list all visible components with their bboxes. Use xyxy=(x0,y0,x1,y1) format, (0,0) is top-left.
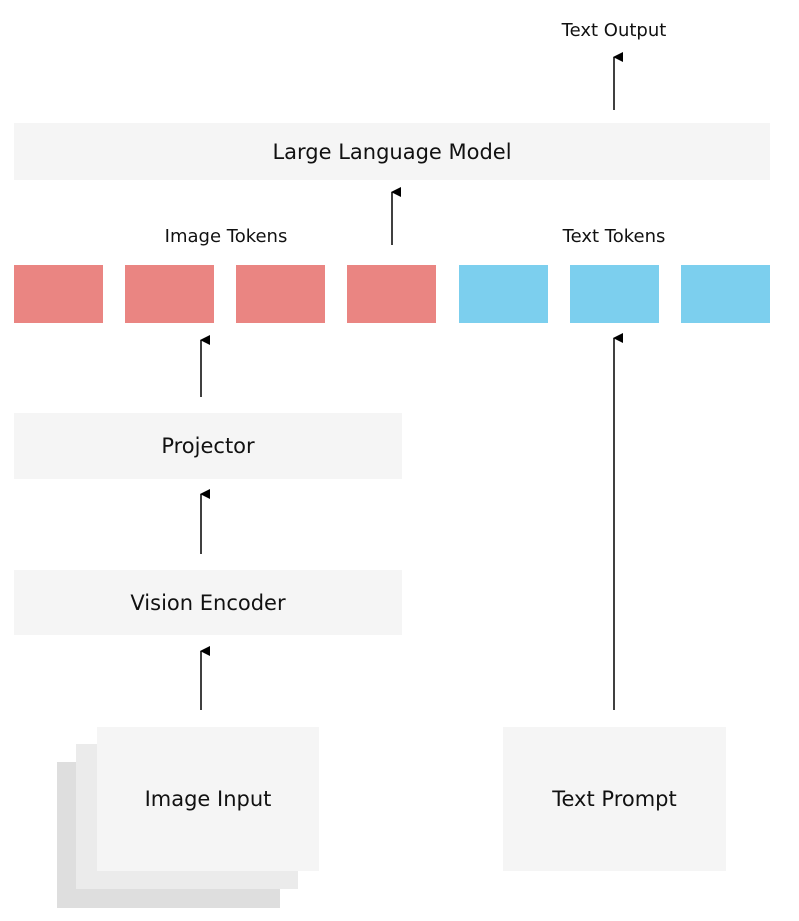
text-token-1 xyxy=(459,265,548,323)
text-output-label: Text Output xyxy=(561,20,667,41)
image-token-4 xyxy=(347,265,436,323)
image-token-3 xyxy=(236,265,325,323)
projector-label: Projector xyxy=(161,434,255,458)
text-token-2 xyxy=(570,265,659,323)
vision-encoder-label: Vision Encoder xyxy=(130,590,286,615)
text-token-3 xyxy=(681,265,770,323)
image-input-label: Image Input xyxy=(144,787,272,811)
text-prompt-block: Text Prompt xyxy=(503,727,726,871)
vision-encoder-block: Vision Encoder xyxy=(14,570,402,635)
image-input-block: Image Input xyxy=(97,727,319,871)
text-prompt-label: Text Prompt xyxy=(552,787,677,811)
image-token-1 xyxy=(14,265,103,323)
llm-label: Large Language Model xyxy=(272,139,512,164)
text-tokens-label: Text Tokens xyxy=(562,226,666,247)
image-token-2 xyxy=(125,265,214,323)
projector-block: Projector xyxy=(14,413,402,479)
llm-block: Large Language Model xyxy=(14,123,770,180)
image-tokens-label: Image Tokens xyxy=(164,226,288,247)
